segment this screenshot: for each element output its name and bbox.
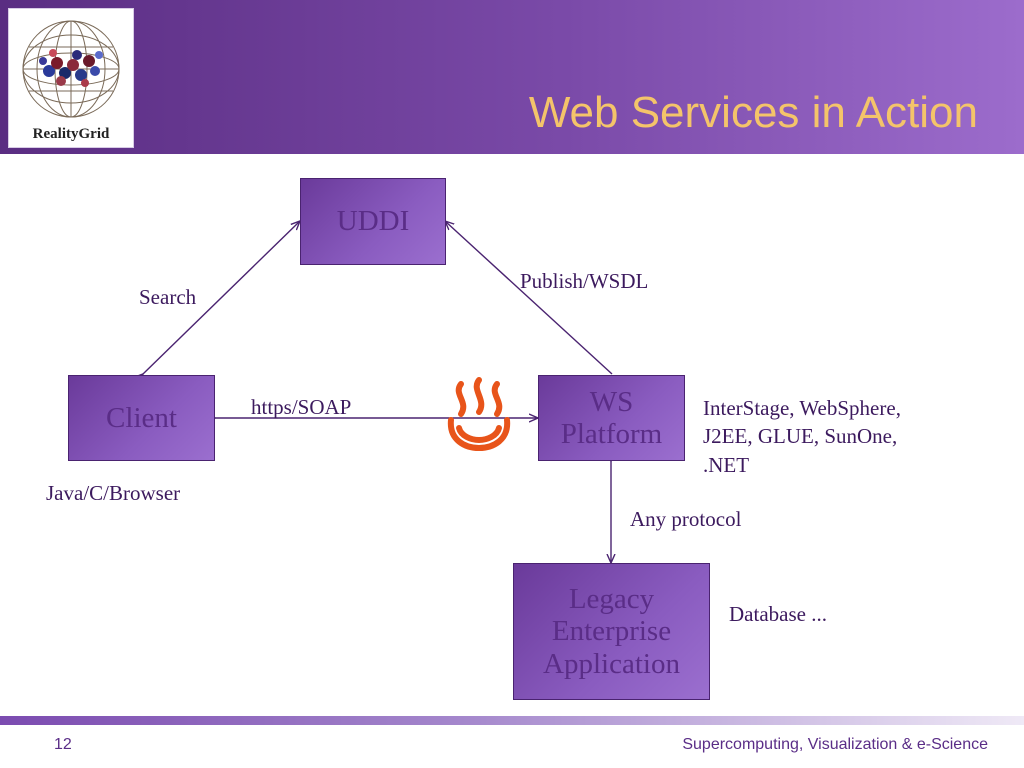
publish-arrow <box>445 221 613 375</box>
platform-list-label: InterStage, WebSphere, J2EE, GLUE, SunOn… <box>703 394 901 479</box>
platform-list-line-1: InterStage, WebSphere, <box>703 396 901 420</box>
realitygrid-logo: RealityGrid <box>8 8 134 148</box>
platform-list-line-2: J2EE, GLUE, SunOne, <box>703 424 898 449</box>
legacy-application-node: Legacy Enterprise Application <box>513 563 710 700</box>
uddi-node: UDDI <box>300 178 446 265</box>
header-banner <box>0 0 1024 154</box>
page-number: 12 <box>54 736 72 753</box>
uddi-label: UDDI <box>336 205 410 238</box>
hot-springs-icon <box>447 377 511 452</box>
footer-text: Supercomputing, Visualization & e-Scienc… <box>682 736 988 753</box>
ws-platform-line-2: Platform <box>560 418 663 450</box>
search-label: Search <box>139 285 197 309</box>
logo-wordmark: RealityGrid <box>32 126 110 142</box>
database-label: Database ... <box>729 602 827 626</box>
footer-divider <box>0 716 1024 725</box>
legacy-line-2: Enterprise <box>551 615 672 648</box>
legacy-line-1: Legacy <box>568 582 655 615</box>
client-tech-label: Java/C/Browser <box>46 481 181 505</box>
slide-title: Web Services in Action <box>528 88 978 137</box>
any-protocol-label: Any protocol <box>630 507 742 531</box>
client-label: Client <box>106 401 177 434</box>
globe-logo-icon <box>22 20 120 118</box>
platform-list-line-3: .NET <box>703 452 750 477</box>
ws-platform-node: WS Platform <box>538 375 685 461</box>
ws-platform-line-1: WS <box>589 385 634 418</box>
legacy-line-3: Application <box>543 647 680 680</box>
search-arrow <box>143 221 300 374</box>
https-soap-label: https/SOAP <box>251 395 352 419</box>
client-node: Client <box>68 375 215 461</box>
publish-wsdl-label: Publish/WSDL <box>520 269 649 293</box>
